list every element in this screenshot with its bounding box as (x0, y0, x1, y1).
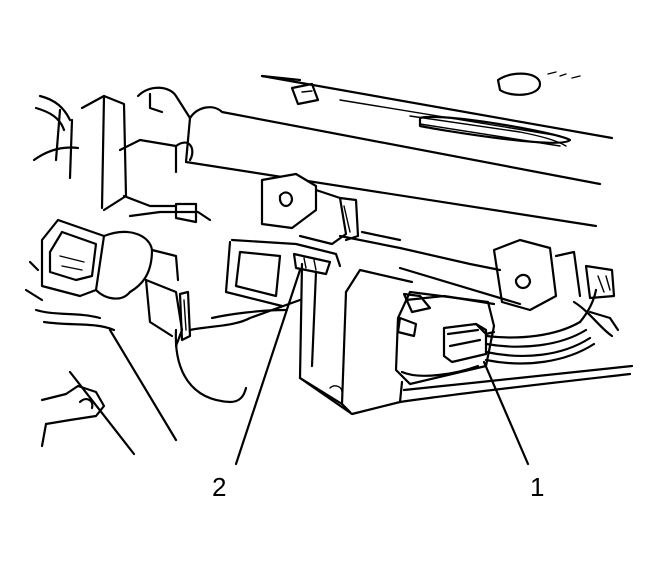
left-support-structure (32, 86, 212, 224)
callout-2-leader (234, 268, 302, 466)
electronic-module (394, 290, 496, 386)
module-mounting-bracket (224, 172, 360, 308)
callout-1-leader (482, 360, 530, 466)
cross-member-tube (184, 106, 602, 228)
floor-edge (398, 364, 634, 404)
left-harness-connector (24, 218, 154, 302)
right-side-bracket (360, 230, 620, 338)
callout-leaders (234, 268, 530, 466)
left-hanging-bracket (144, 248, 192, 348)
callout-2-label: 2 (212, 472, 227, 502)
callout-1-label: 1 (530, 472, 545, 502)
wiring-harness (484, 288, 598, 365)
module-tray-bracket (188, 234, 502, 416)
lower-left-body (34, 308, 248, 456)
